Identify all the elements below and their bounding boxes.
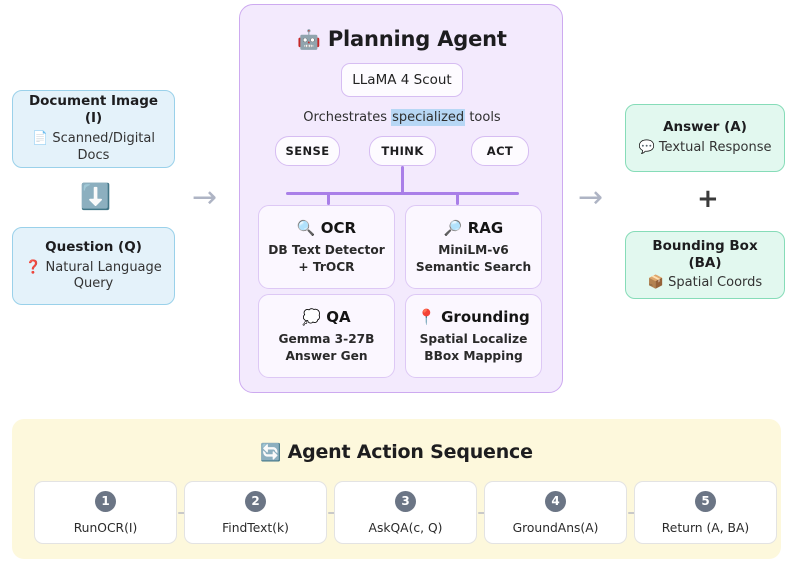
question-subtitle-text: Natural Language Query [45, 259, 162, 292]
stage-chip-think[interactable]: THINK [369, 136, 436, 166]
tool-ocr-heading: 🔍 OCR [297, 219, 356, 237]
tool-qa-line2: Answer Gen [285, 348, 368, 363]
step-card-5[interactable]: 5 Return (A, BA) [634, 481, 777, 544]
tool-grounding-heading: 📍 Grounding [417, 308, 530, 326]
tool-qa-line1: Gemma 3-27B [278, 332, 375, 347]
model-name: LLaMA 4 Scout [352, 72, 452, 88]
step-badge-2: 2 [245, 490, 266, 512]
step-label-3: AskQA(c, Q) [368, 520, 443, 535]
tool-grounding-line1: Spatial Localize [419, 332, 528, 347]
stage-label-act: ACT [486, 144, 514, 158]
answer-box: Answer (A) 💬 Textual Response [625, 104, 785, 172]
red-question-mark-icon: ❓ [25, 259, 42, 275]
planning-agent-panel: 🤖 Planning Agent LLaMA 4 Scout Orchestra… [239, 4, 563, 393]
tool-qa-name: QA [326, 308, 351, 327]
question-subtitle: ❓ Natural Language Query [23, 260, 164, 294]
stage-label-think: THINK [381, 144, 424, 158]
planning-agent-title: Planning Agent [327, 27, 507, 51]
bounding-box-title: Bounding Box (BA) [652, 237, 758, 271]
bounding-box-subtitle: 📦 Spatial Coords [648, 275, 762, 292]
document-image-title: Document Image (I) [28, 93, 159, 127]
sequence-header: 🔄 Agent Action Sequence [12, 441, 781, 463]
step-badge-3: 3 [395, 490, 416, 512]
arrow-agent-to-outputs: → [578, 180, 604, 215]
answer-subtitle: 💬 Textual Response [638, 140, 771, 157]
orchestrates-highlighted-word: specialized [391, 109, 466, 126]
planning-agent-header: 🤖 Planning Agent [240, 27, 564, 51]
connector-drop-right [456, 193, 459, 205]
answer-title: Answer (A) [663, 119, 747, 136]
model-chip: LLaMA 4 Scout [341, 63, 463, 97]
bounding-box-box: Bounding Box (BA) 📦 Spatial Coords [625, 231, 785, 299]
answer-subtitle-text: Textual Response [658, 139, 772, 155]
step-label-1: RunOCR(I) [73, 520, 138, 535]
tool-card-grounding[interactable]: 📍 Grounding Spatial Localize BBox Mappin… [405, 294, 542, 378]
tool-rag-line1: MiniLM-v6 [438, 243, 509, 258]
tool-card-ocr[interactable]: 🔍 OCR DB Text Detector + TrOCR [258, 205, 395, 289]
document-image-subtitle-text: Scanned/Digital Docs [52, 130, 155, 163]
question-title: Question (Q) [45, 238, 142, 255]
document-image-box: Document Image (I) 📄 Scanned/Digital Doc… [12, 90, 175, 168]
tool-ocr-name: OCR [320, 219, 357, 238]
tool-card-qa[interactable]: 💭 QA Gemma 3-27B Answer Gen [258, 294, 395, 378]
step-label-2: FindText(k) [222, 520, 289, 535]
stage-chip-sense[interactable]: SENSE [275, 136, 340, 166]
tool-rag-line2: Semantic Search [415, 259, 532, 274]
step-card-1[interactable]: 1 RunOCR(I) [34, 481, 177, 544]
tool-card-rag[interactable]: 🔎 RAG MiniLM-v6 Semantic Search [405, 205, 542, 289]
agent-action-sequence-panel: 🔄 Agent Action Sequence 1 RunOCR(I) 2 Fi… [12, 419, 781, 559]
stage-label-sense: SENSE [285, 144, 330, 158]
tool-rag-name: RAG [467, 219, 504, 238]
step-badge-4: 4 [545, 490, 566, 512]
step-label-5: Return (A, BA) [661, 520, 750, 535]
orchestrates-caption: Orchestrates specialized tools [240, 109, 564, 126]
step-card-4[interactable]: 4 GroundAns(A) [484, 481, 627, 544]
step-label-4: GroundAns(A) [512, 520, 599, 535]
tool-ocr-line2: + TrOCR [298, 259, 355, 274]
magnifying-glass-right-icon: 🔎 [443, 219, 463, 238]
tool-rag-heading: 🔎 RAG [444, 219, 503, 237]
down-arrow-icon: ⬇️ [80, 182, 112, 211]
package-icon: 📦 [647, 275, 665, 291]
connector-drop-left [327, 193, 330, 205]
step-card-3[interactable]: 3 AskQA(c, Q) [334, 481, 477, 544]
tool-ocr-line1: DB Text Detector [268, 243, 385, 258]
question-box: Question (Q) ❓ Natural Language Query [12, 227, 175, 305]
tool-grounding-name: Grounding [441, 308, 530, 327]
page-facing-up-icon: 📄 [32, 130, 49, 146]
plus-separator: + [697, 184, 719, 214]
connector-bus-horizontal [286, 192, 519, 195]
bounding-box-subtitle-text: Spatial Coords [668, 275, 763, 291]
step-badge-1: 1 [95, 490, 116, 512]
thought-balloon-icon: 💭 [302, 308, 322, 327]
robot-icon: 🤖 [297, 29, 321, 51]
stage-chip-act[interactable]: ACT [471, 136, 529, 166]
sequence-title: Agent Action Sequence [287, 441, 533, 463]
tool-grounding-line2: BBox Mapping [424, 348, 523, 363]
document-image-subtitle: 📄 Scanned/Digital Docs [23, 131, 164, 165]
magnifying-glass-icon: 🔍 [296, 219, 316, 238]
step-badge-5: 5 [695, 490, 716, 512]
counterclockwise-arrows-icon: 🔄 [260, 443, 282, 463]
tool-qa-heading: 💭 QA [302, 308, 350, 326]
arrow-inputs-to-agent: → [192, 180, 218, 215]
orchestrates-prefix: Orchestrates [303, 110, 392, 125]
step-card-2[interactable]: 2 FindText(k) [184, 481, 327, 544]
speech-balloon-icon: 💬 [638, 139, 655, 155]
orchestrates-suffix: tools [465, 110, 501, 125]
round-pushpin-icon: 📍 [417, 308, 436, 327]
connector-stem-vertical [401, 166, 404, 193]
